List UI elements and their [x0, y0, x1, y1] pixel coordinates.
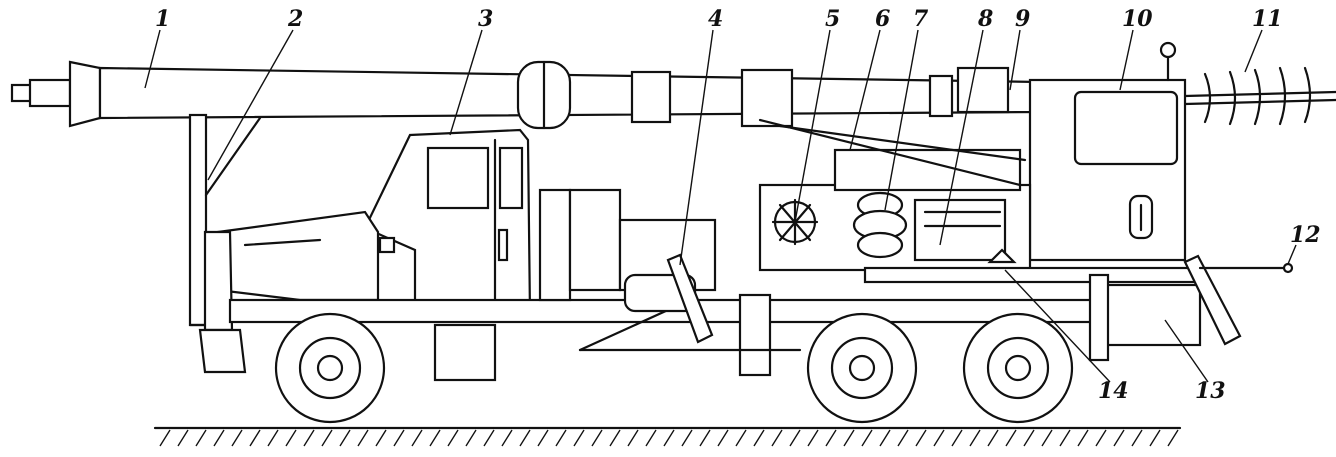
boom-rest	[188, 113, 262, 327]
ground-hatch-mark	[915, 429, 927, 447]
callout-11: 11	[1252, 6, 1283, 32]
ground-hatch-mark	[267, 429, 279, 447]
machinery-housing	[758, 118, 1202, 284]
ground-hatch-mark	[825, 429, 837, 447]
ground-hatch-mark	[807, 429, 819, 447]
ground-hatch-mark	[285, 429, 297, 447]
ground-hatch-mark	[1005, 429, 1017, 447]
ground-hatch-mark	[393, 429, 405, 447]
ground-hatch-mark	[519, 429, 531, 447]
auger	[1183, 66, 1336, 126]
ground-hatch-mark	[429, 429, 441, 447]
ground-hatch-mark	[465, 429, 477, 447]
ground-hatch-mark	[933, 429, 945, 447]
callout-1: 1	[155, 6, 170, 32]
ground-hatch-mark	[735, 429, 747, 447]
ground-hatch-mark	[573, 429, 585, 447]
ground-hatch-mark	[1149, 429, 1161, 447]
ground-hatch-mark	[483, 429, 495, 447]
boom	[10, 60, 1042, 130]
ground	[153, 426, 1182, 447]
ground-hatch-mark	[1131, 429, 1143, 447]
ground-hatch-mark	[1059, 429, 1071, 447]
ground-hatch-mark	[555, 429, 567, 447]
callout-14: 14	[1098, 378, 1129, 404]
ground-hatch-mark	[951, 429, 963, 447]
rear-outrigger	[1088, 254, 1294, 362]
callout-3: 3	[478, 6, 493, 32]
ground-hatch-mark	[231, 429, 243, 447]
callout-5: 5	[825, 6, 840, 32]
callout-13: 13	[1195, 378, 1226, 404]
ground-hatch-mark	[969, 429, 981, 447]
ground-hatch-mark	[411, 429, 423, 447]
ground-hatch-mark	[591, 429, 603, 447]
rear-wheel-1	[806, 312, 918, 424]
callout-labels: 1 2 3 4 5 6 7 8 9 10 11 12 13 14	[155, 6, 1321, 404]
ground-hatch-mark	[897, 429, 909, 447]
ground-hatch-mark	[753, 429, 765, 447]
ground-hatch-mark	[213, 429, 225, 447]
operator-cabin	[1028, 41, 1187, 262]
ground-hatch-mark	[177, 429, 189, 447]
leader-lines	[144, 29, 1297, 383]
callout-4: 4	[708, 6, 723, 32]
ground-hatch-mark	[645, 429, 657, 447]
ground-hatch-mark	[303, 429, 315, 447]
front-wheel	[274, 312, 386, 424]
ground-hatch-mark	[717, 429, 729, 447]
ground-hatch-mark	[339, 429, 351, 447]
callout-12: 12	[1290, 222, 1321, 248]
ground-hatch-mark	[501, 429, 513, 447]
ground-hatch-mark	[609, 429, 621, 447]
ground-hatch-mark	[1167, 429, 1179, 447]
ground-hatch-mark	[249, 429, 261, 447]
ground-hatch-mark	[627, 429, 639, 447]
ground-hatch-mark	[771, 429, 783, 447]
ground-hatch-mark	[537, 429, 549, 447]
ground-hatch-mark	[681, 429, 693, 447]
ground-hatch-mark	[843, 429, 855, 447]
ground-hatch-mark	[789, 429, 801, 447]
ground-hatch-mark	[879, 429, 891, 447]
ground-hatch-mark	[1095, 429, 1107, 447]
callout-10: 10	[1122, 6, 1153, 32]
ground-hatch-mark	[159, 429, 171, 447]
ground-hatch-mark	[375, 429, 387, 447]
ground-hatch-mark	[357, 429, 369, 447]
ground-hatch-mark	[195, 429, 207, 447]
front-outrigger	[623, 253, 714, 344]
callout-8: 8	[977, 6, 993, 32]
callout-9: 9	[1015, 6, 1030, 32]
ground-hatch-mark	[321, 429, 333, 447]
ground-hatch-mark	[861, 429, 873, 447]
ground-hatch-mark	[1023, 429, 1035, 447]
rear-wheel-2	[962, 312, 1074, 424]
ground-hatch-mark	[699, 429, 711, 447]
ground-hatch-mark	[1113, 429, 1125, 447]
callout-2: 2	[287, 6, 303, 32]
ground-hatch-mark	[1077, 429, 1089, 447]
ground-hatch-mark	[663, 429, 675, 447]
callout-6: 6	[875, 6, 890, 32]
callout-7: 7	[913, 6, 929, 32]
ground-hatch-mark	[447, 429, 459, 447]
ground-hatch-mark	[1041, 429, 1053, 447]
ground-hatch-mark	[987, 429, 999, 447]
